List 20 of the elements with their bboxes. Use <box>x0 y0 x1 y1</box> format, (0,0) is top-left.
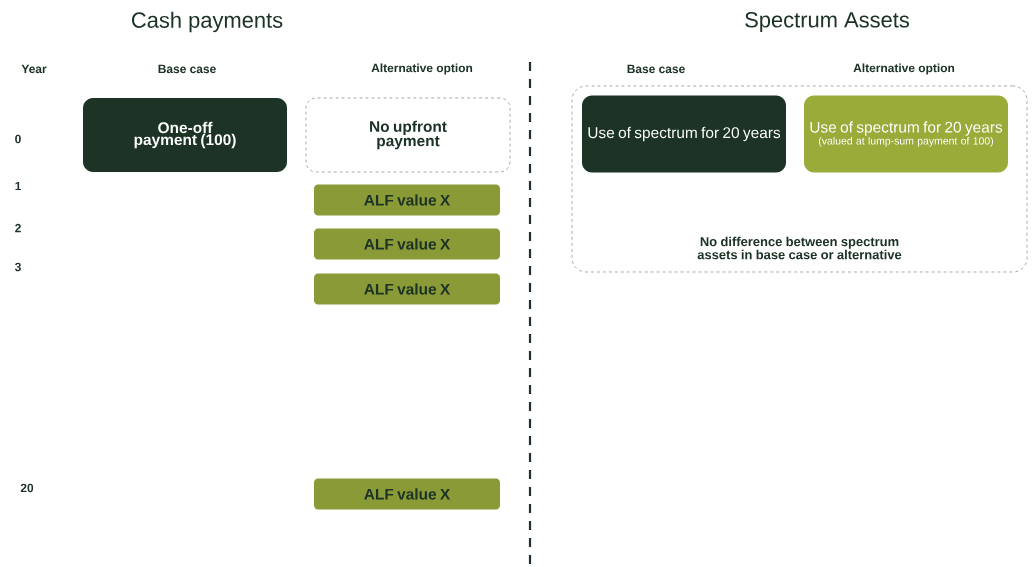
column-header: Base case <box>627 64 685 74</box>
payment-box: ALF value X <box>314 184 500 216</box>
year-label: 0 <box>15 134 21 144</box>
dashed-box: No upfront payment <box>305 97 511 173</box>
payment-box: ALF value X <box>314 228 500 260</box>
column-header: Base case <box>158 64 216 74</box>
asset-box: Use of spectrum for 20 years <box>582 95 786 173</box>
column-header: Year <box>21 64 47 74</box>
payment-box: ALF value X <box>314 478 500 510</box>
column-header: Alternative option <box>371 63 473 75</box>
year-label: 3 <box>14 262 21 272</box>
heading: Cash payments <box>132 11 283 33</box>
year-label: 20 <box>20 483 34 493</box>
payment-box: One-off payment (100) <box>83 98 287 172</box>
column-header: Alternative option <box>853 63 955 75</box>
year-label: 2 <box>15 223 21 233</box>
payment-box: ALF value X <box>314 273 500 305</box>
year-label: 1 <box>15 181 21 191</box>
heading: Spectrum Assets <box>745 12 909 32</box>
asset-box: Use of spectrum for 20 years (valued at lump-sum payment of 100) <box>804 95 1008 173</box>
